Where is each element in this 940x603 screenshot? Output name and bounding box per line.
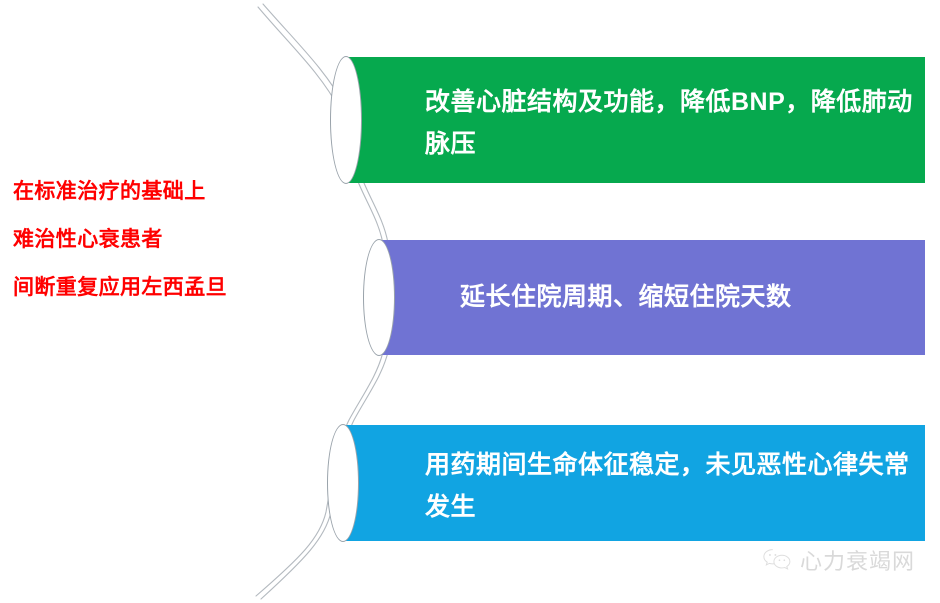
wechat-icon	[763, 549, 791, 570]
cylinder-body-blue	[342, 425, 925, 541]
cylinder-body-purple	[378, 240, 925, 355]
cylinder-body-green	[345, 57, 925, 183]
outcome-label-safety: 用药期间生命体征稳定，未见恶性心律失常发生	[425, 451, 910, 521]
outcome-bar-cardiac-function: 改善心脏结构及功能，降低BNP，降低肺动脉压	[330, 56, 925, 184]
outcome-bar-safety: 用药期间生命体征稳定，未见恶性心律失常发生	[327, 424, 925, 542]
outcome-label-cardiac-function: 改善心脏结构及功能，降低BNP，降低肺动脉压	[425, 88, 913, 158]
watermark: 心力衰竭网	[762, 544, 915, 576]
caption-line-2: 难治性心衰患者	[13, 228, 163, 251]
caption-line-3: 间断重复应用左西孟旦	[13, 276, 227, 299]
cylinder-cap-purple	[363, 239, 395, 356]
cylinder-cap-blue	[327, 424, 359, 542]
cylinder-cap-green	[330, 56, 362, 184]
outcome-label-hospitalization: 延长住院周期、缩短住院天数	[460, 283, 792, 311]
outcome-bar-hospitalization: 延长住院周期、缩短住院天数	[363, 239, 925, 356]
caption-line-1: 在标准治疗的基础上	[13, 180, 206, 203]
watermark-text: 心力衰竭网	[800, 549, 916, 574]
left-caption-block: 在标准治疗的基础上 难治性心衰患者 间断重复应用左西孟旦	[13, 168, 313, 312]
